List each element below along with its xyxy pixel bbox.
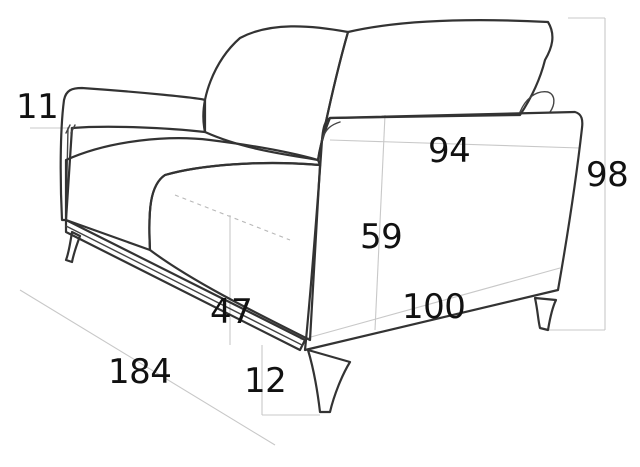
right-seat-cushion [148,161,322,342]
front-right-leg [533,296,558,332]
back-cushions [202,19,555,162]
seat-guide [299,267,561,341]
width-label: 184 [108,352,172,392]
left-arm-top [59,86,207,222]
dimension-guides [19,17,606,446]
back-left-leg [64,230,82,264]
front-rail [64,218,307,352]
height-label: 98 [586,155,629,195]
seat-dashed-guide [174,194,291,241]
sofa-base [64,218,307,352]
arm-tick-1 [65,124,71,134]
seat-height-detail-label: 100 [402,287,466,327]
depth-guide [329,139,581,149]
leg-height-label: 12 [244,361,287,401]
width-guide-line [19,289,276,446]
right-arm-curve [321,121,341,141]
depth-label: 94 [428,131,471,171]
sofa-legs [64,230,558,414]
back-frame-right [519,91,555,113]
arm-width-label: 11 [16,87,59,127]
arm-tick-2 [70,124,76,134]
seat-depth-label: 47 [210,292,253,332]
arm-tick-marks [65,124,76,134]
front-left-leg [306,348,352,414]
arm-height-label: 59 [360,217,403,257]
arm-height-guide [374,114,386,331]
front-rail-line [65,225,303,346]
right-armrest [303,110,584,352]
left-back-cushion [202,25,350,162]
